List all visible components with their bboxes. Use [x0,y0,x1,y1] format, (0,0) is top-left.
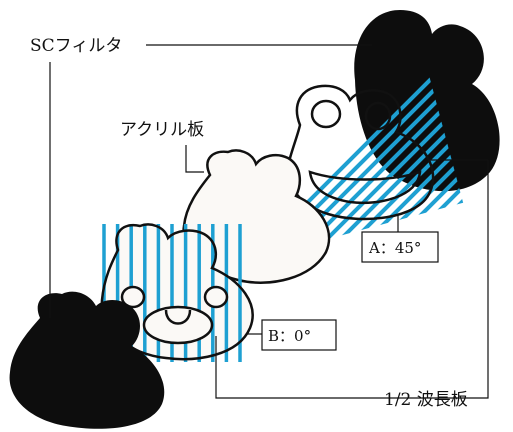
leader-lines [49,44,489,399]
leader-half-wave [215,160,489,399]
angle-a-box [361,231,439,263]
label-acrylic-plate: アクリル板 [120,120,204,140]
label-angle-b: B：0° [268,327,311,345]
label-sc-filter: SCフィルタ [30,36,122,56]
sc-filter-bottom [9,291,165,429]
bear-eye-left [120,285,146,309]
stripe-45 [502,60,513,260]
frog-eye-right [364,101,392,131]
label-angle-a: A：45° [368,239,421,257]
bear-eye-right [203,285,229,309]
stripe-45 [304,59,464,248]
angle-b-box [261,319,337,351]
frog-eye-left [310,99,342,129]
stripe-45 [318,59,464,248]
leader-acrylic [185,145,204,173]
label-half-wave-plate: 1/2 波長板 [384,390,468,410]
bear-nose [164,309,192,325]
bear-muzzle [142,305,214,345]
frog-mouth [308,170,422,205]
